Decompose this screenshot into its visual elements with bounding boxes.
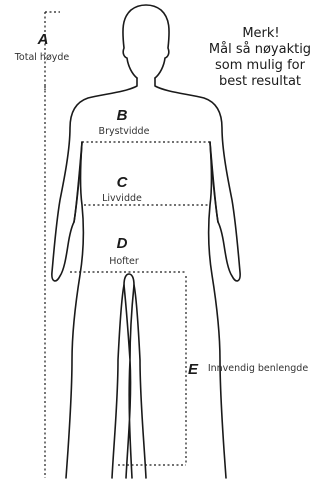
total-height-line <box>45 12 60 478</box>
measure-label-d: Hofter <box>109 256 139 267</box>
measure-letter-b: B <box>117 107 128 124</box>
right-inner-leg-outline <box>134 285 146 478</box>
note-line-2: som mulig for <box>215 58 306 73</box>
measure-letter-d: D <box>117 235 128 252</box>
measure-letter-c: C <box>117 174 129 191</box>
measure-label-e: Innvendig benlengde <box>208 363 309 374</box>
left-inner-leg-outline <box>112 285 124 478</box>
inner-legs-outline <box>124 274 134 478</box>
note-line-3: best resultat <box>219 74 301 89</box>
measure-label-c: Livvidde <box>102 193 142 204</box>
measure-label-a: Total høyde <box>14 52 70 63</box>
measure-letter-e: E <box>188 361 199 378</box>
measure-letter-a: A <box>37 31 49 48</box>
note-title: Merk! <box>242 26 279 41</box>
measurement-note: Merk! Mål så nøyaktig som mulig for best… <box>209 26 311 89</box>
note-line-1: Mål så nøyaktig <box>209 42 311 57</box>
body-silhouette <box>52 5 240 478</box>
measure-label-b: Brystvidde <box>99 126 150 137</box>
head-outline <box>123 5 169 78</box>
right-body-outline <box>155 78 240 478</box>
